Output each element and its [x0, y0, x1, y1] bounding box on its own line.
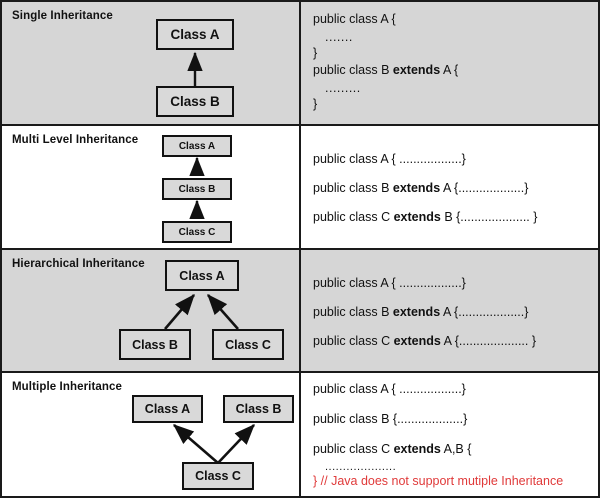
code-pane-single: public class A { ....... } public class …: [301, 2, 598, 124]
class-box-b: Class B: [162, 178, 232, 200]
class-box-c: Class C: [212, 329, 284, 360]
row-title-multi-level: Multi Level Inheritance: [12, 134, 139, 146]
code-line: .........: [325, 81, 361, 95]
diagram-pane-hierarchical: Hierarchical Inheritance Class A Class B…: [2, 250, 301, 371]
class-box-a: Class A: [132, 395, 203, 423]
class-box-b: Class B: [156, 86, 234, 117]
row-hierarchical-inheritance: Hierarchical Inheritance Class A Class B…: [2, 250, 598, 373]
class-box-a: Class A: [156, 19, 234, 50]
code-line: public class A { ..................}: [313, 382, 466, 396]
code-line: public class B extends A {..............…: [313, 305, 529, 319]
code-line: public class C extends A {..............…: [313, 334, 537, 348]
code-line: public class B extends A {..............…: [313, 181, 529, 195]
diagram-pane-multiple: Multiple Inheritance Class A Class B Cla…: [2, 373, 301, 496]
row-single-inheritance: Single Inheritance Class A Class B publi…: [2, 2, 598, 126]
class-box-c: Class C: [182, 462, 254, 490]
code-line: public class B {...................}: [313, 412, 468, 426]
class-box-b: Class B: [223, 395, 294, 423]
code-line: }: [313, 97, 318, 111]
class-box-a: Class A: [165, 260, 239, 291]
code-line: public class A {: [313, 12, 396, 26]
code-line: public class B extends A {: [313, 63, 459, 77]
row-title-hierarchical: Hierarchical Inheritance: [12, 258, 145, 270]
class-box-a: Class A: [162, 135, 232, 157]
class-box-c: Class C: [162, 221, 232, 243]
code-line: ....................: [325, 461, 397, 473]
row-title-multiple: Multiple Inheritance: [12, 381, 122, 393]
code-line: public class C extends A,B {: [313, 442, 472, 456]
code-pane-hierarchical: public class A { ..................} pub…: [301, 250, 598, 371]
code-line: public class A { ..................}: [313, 276, 466, 290]
diagram-pane-single: Single Inheritance Class A Class B: [2, 2, 301, 124]
code-pane-multiple: public class A { ..................} pub…: [301, 373, 598, 496]
row-multiple-inheritance: Multiple Inheritance Class A Class B Cla…: [2, 373, 598, 496]
code-pane-multi-level: public class A { ..................} pub…: [301, 126, 598, 248]
code-line: .......: [325, 30, 353, 44]
row-multi-level-inheritance: Multi Level Inheritance Class A Class B …: [2, 126, 598, 250]
code-line: public class A { ..................}: [313, 152, 466, 166]
code-line-note: } // Java does not support mutiple Inher…: [313, 474, 564, 488]
diagram-pane-multi-level: Multi Level Inheritance Class A Class B …: [2, 126, 301, 248]
class-box-b: Class B: [119, 329, 191, 360]
code-line: }: [313, 46, 318, 60]
code-line: public class C extends B {..............…: [313, 210, 538, 224]
row-title-single: Single Inheritance: [12, 10, 113, 22]
